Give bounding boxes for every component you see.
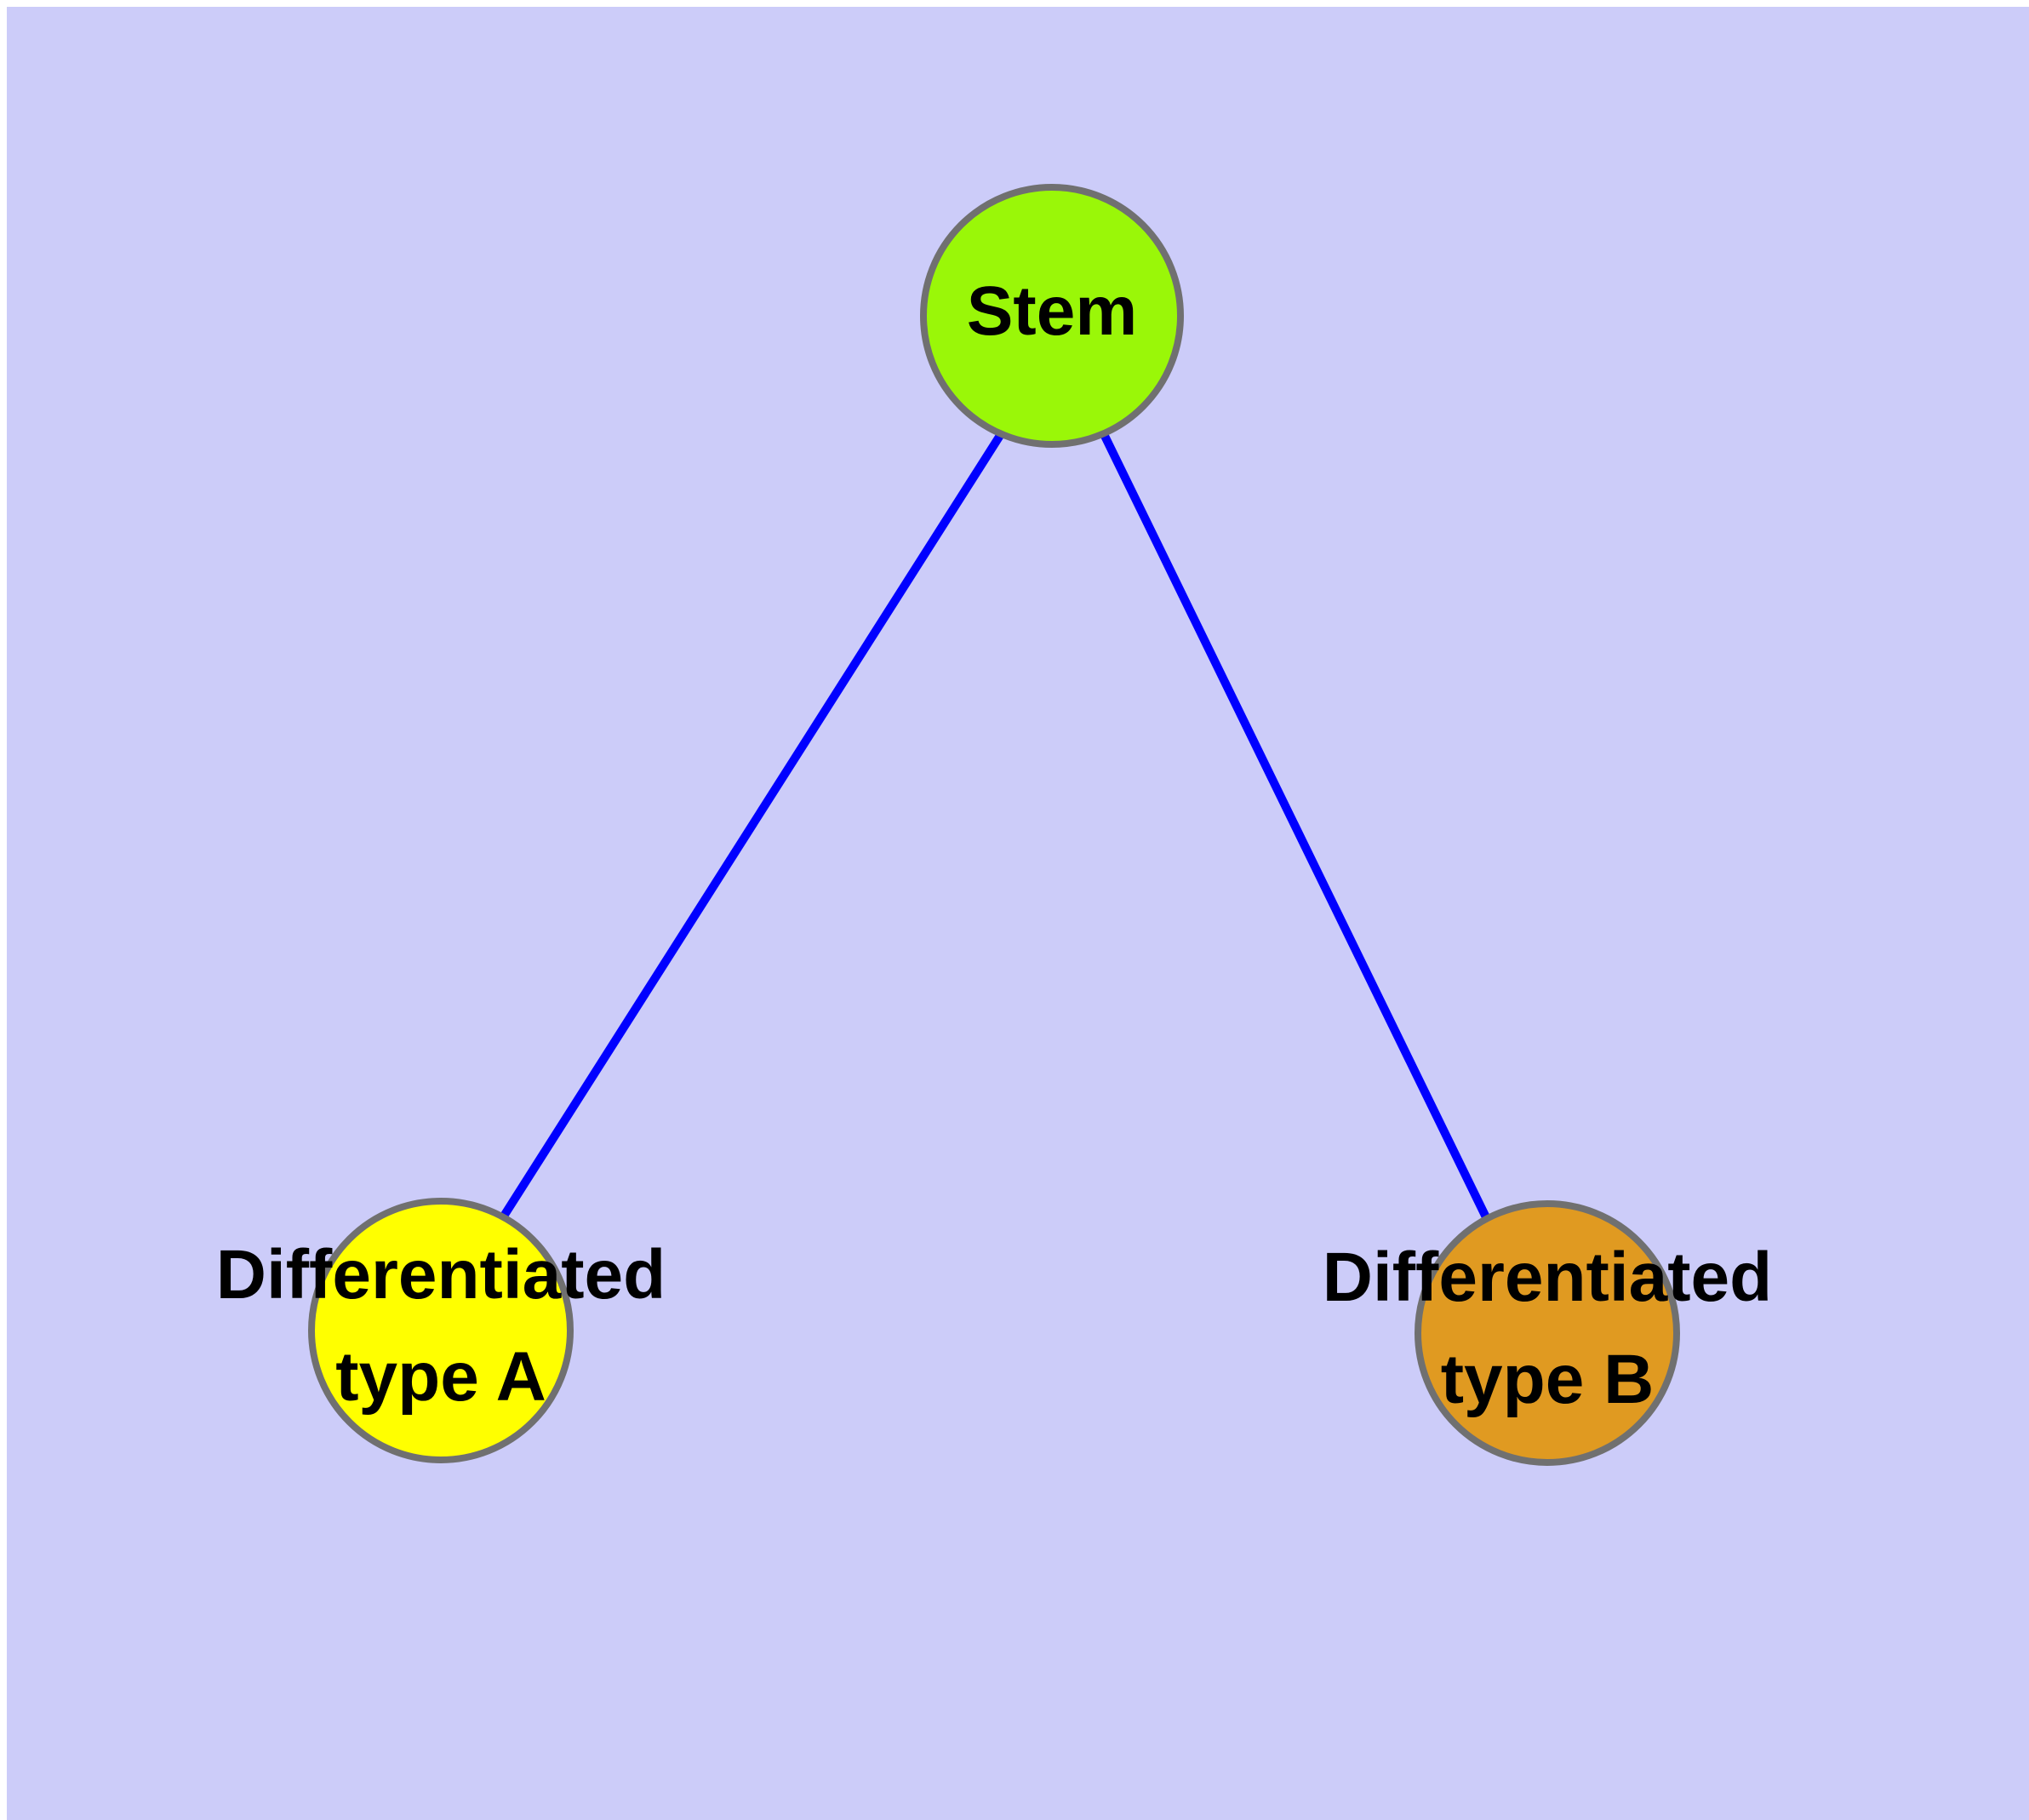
node-stem[interactable] [920,184,1184,448]
node-label-stem: Stem [967,272,1138,350]
node-differentiated-type-a[interactable] [308,1198,574,1463]
node-label-differentiated-type-b: Differentiated type B [1323,1239,1773,1418]
edge-stem-to-differentiated-type-a[interactable] [499,432,1005,1220]
label-layer: Stem Differentiated type A Differentiated… [216,272,1773,1418]
node-layer [308,184,1680,1466]
edge-stem-to-differentiated-type-b[interactable] [1100,432,1492,1223]
node-label-line: Stem [967,272,1138,350]
node-label-line: type A [335,1338,546,1416]
edge-layer [499,432,1492,1223]
node-label-line: Differentiated [1323,1239,1773,1316]
node-label-line: type B [1441,1341,1655,1418]
node-differentiated-type-b[interactable] [1415,1200,1680,1466]
node-label-line: Differentiated [216,1236,666,1313]
node-label-differentiated-type-a: Differentiated type A [216,1236,666,1416]
